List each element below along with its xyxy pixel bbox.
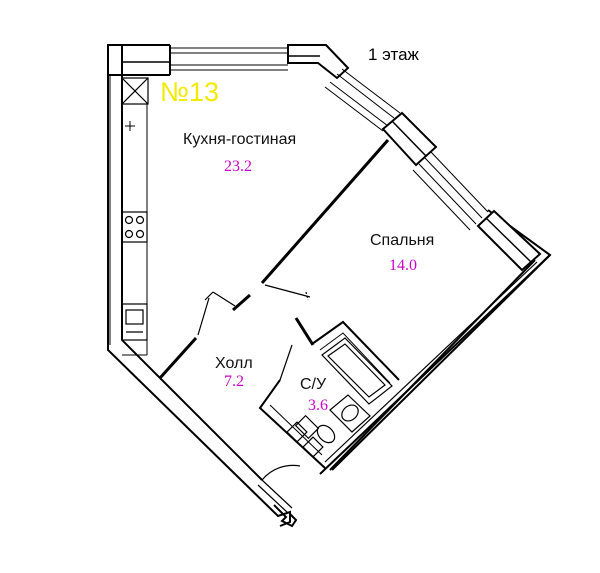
outer-walls	[107, 44, 552, 527]
window-diagonal-1	[324, 68, 401, 132]
window-top	[170, 47, 288, 71]
door-kitchen	[197, 291, 236, 336]
washbasin-icon	[329, 394, 371, 433]
toilet-icon	[294, 414, 336, 444]
right-exterior-wall	[324, 254, 551, 471]
room-name-bedroom: Спальня	[370, 232, 435, 249]
room-area-bedroom: 14.0	[389, 257, 417, 274]
bathtub-icon	[321, 337, 393, 405]
room-name-bathroom: С/У	[300, 376, 327, 393]
room-area-hall: 7.2	[224, 373, 244, 390]
room-area-kitchen-living: 23.2	[224, 158, 252, 175]
cabinet-x-icon	[121, 77, 149, 105]
kitchen-sink-icon	[121, 303, 148, 341]
apartment-number: №13	[160, 77, 219, 107]
floor-label: 1 этаж	[368, 45, 419, 64]
hall-walls	[158, 317, 315, 381]
shaft-icon	[286, 421, 324, 458]
wall-block-mid-right	[381, 111, 438, 167]
stove-icon	[121, 211, 148, 243]
room-name-hall: Холл	[215, 355, 253, 372]
room-name-kitchen-living: Кухня-гостиная	[183, 131, 297, 148]
door-bedroom	[264, 284, 311, 301]
room-area-bathroom: 3.6	[308, 397, 328, 414]
wall-block-top-right	[287, 44, 350, 80]
entrance-door	[257, 464, 301, 514]
partition-kitchen-bedroom	[232, 139, 390, 312]
wall-block-lower-right	[476, 209, 542, 272]
window-diagonal-2	[412, 151, 489, 231]
vent-marker-icon	[125, 121, 135, 131]
entrance-wall-end	[273, 504, 298, 528]
